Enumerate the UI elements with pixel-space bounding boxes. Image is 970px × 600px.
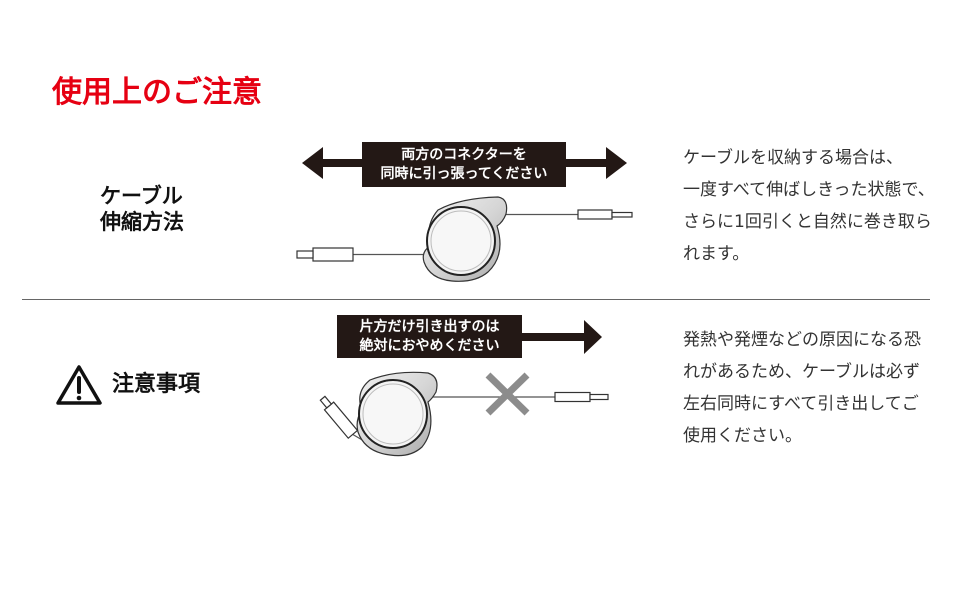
left-connector <box>319 395 359 440</box>
cross-icon <box>485 372 530 416</box>
warning-icon <box>56 365 102 405</box>
arrow-label-line: 両方のコネクターを <box>401 146 527 163</box>
heading-line: ケーブル <box>100 184 183 208</box>
description-line: れがあるため、ケーブルは必ず <box>683 362 920 382</box>
cable-reel-one-side <box>319 371 609 457</box>
caution-heading: 注意事項 <box>112 372 201 397</box>
arrow-label-line: 同時に引っ張ってください <box>380 165 548 182</box>
right-connector-tip <box>589 393 609 401</box>
description-line: 使用ください。 <box>683 426 802 446</box>
arrow-label-line: 片方だけ引き出すのは <box>359 318 500 335</box>
arrow-label-line: 絶対におやめください <box>359 337 500 354</box>
page-title: 使用上のご注意 <box>52 75 262 110</box>
left-connector-tip <box>296 250 314 259</box>
right-connector-body <box>554 391 591 403</box>
stretch-description: ケーブルを収納する場合は、 一度すべて伸ばしきった状態で、 さらに1回引くと自然… <box>683 142 935 270</box>
caution-description: 発熱や発煙などの原因になる恐 れがあるため、ケーブルは必ず 左右同時にすべて引き… <box>683 324 921 452</box>
description-line: ケーブルを収納する場合は、 <box>683 148 903 168</box>
reel-dial-inner <box>430 210 492 272</box>
section-divider <box>22 299 930 300</box>
right-connector-body <box>577 209 613 220</box>
reel-dial-inner <box>362 383 424 445</box>
left-connector-body <box>312 247 354 262</box>
description-line: れます。 <box>683 244 750 264</box>
caution-arrow-label: 片方だけ引き出すのは 絶対におやめください <box>337 315 522 358</box>
description-line: 一度すべて伸ばしきった状態で、 <box>683 180 935 200</box>
cable-reel-stretched <box>296 196 633 282</box>
stretch-method-heading: ケーブル 伸縮方法 <box>100 183 184 235</box>
description-line: 左右同時にすべて引き出してご <box>683 394 919 414</box>
right-arrow-icon <box>500 320 602 354</box>
description-line: 発熱や発煙などの原因になる恐 <box>683 330 921 350</box>
stretch-arrow-label: 両方のコネクターを 同時に引っ張ってください <box>362 142 566 187</box>
description-line: さらに1回引くと自然に巻き取ら <box>683 212 932 232</box>
right-connector-tip <box>611 211 633 218</box>
heading-line: 伸縮方法 <box>100 210 184 234</box>
